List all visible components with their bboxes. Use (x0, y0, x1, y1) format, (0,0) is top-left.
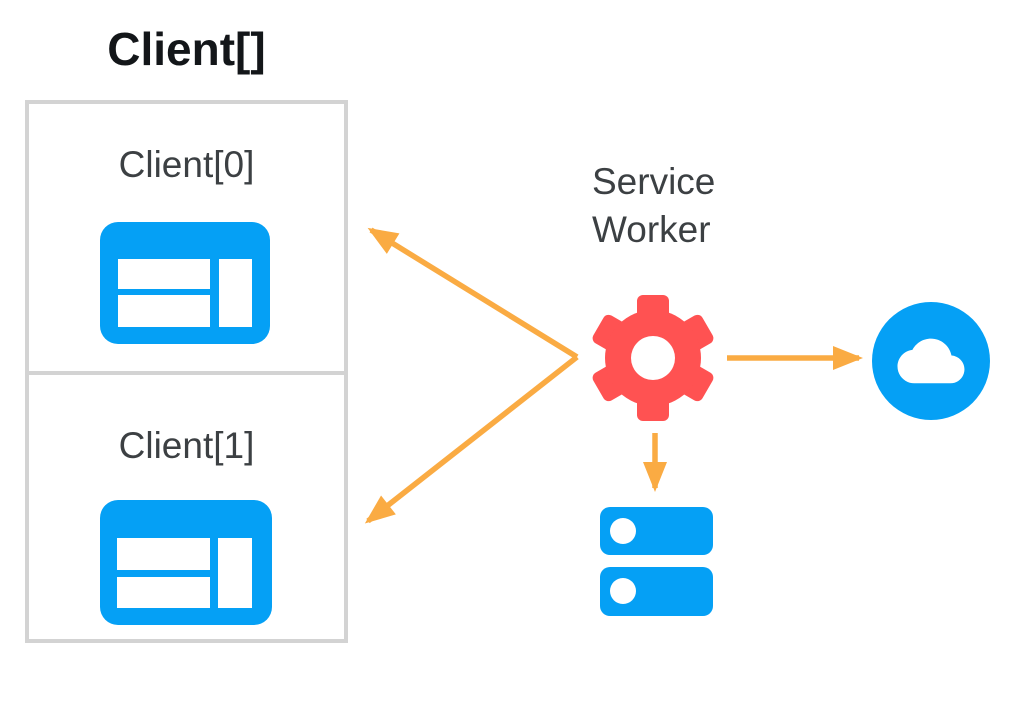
cloud-icon (872, 302, 990, 420)
service-worker-label: Service Worker (592, 161, 716, 250)
clients-array-title: Client[] (107, 23, 266, 75)
storage-database-icon (600, 507, 713, 616)
gear-icon (592, 295, 714, 421)
client-1-label: Client[1] (118, 425, 255, 466)
client-box-divider (29, 371, 344, 375)
arrow-service-worker-to-client-1 (364, 354, 579, 524)
arrow-service-worker-to-client-0 (367, 227, 579, 360)
clients-container-box (25, 100, 348, 643)
client-0-label: Client[0] (118, 144, 255, 185)
